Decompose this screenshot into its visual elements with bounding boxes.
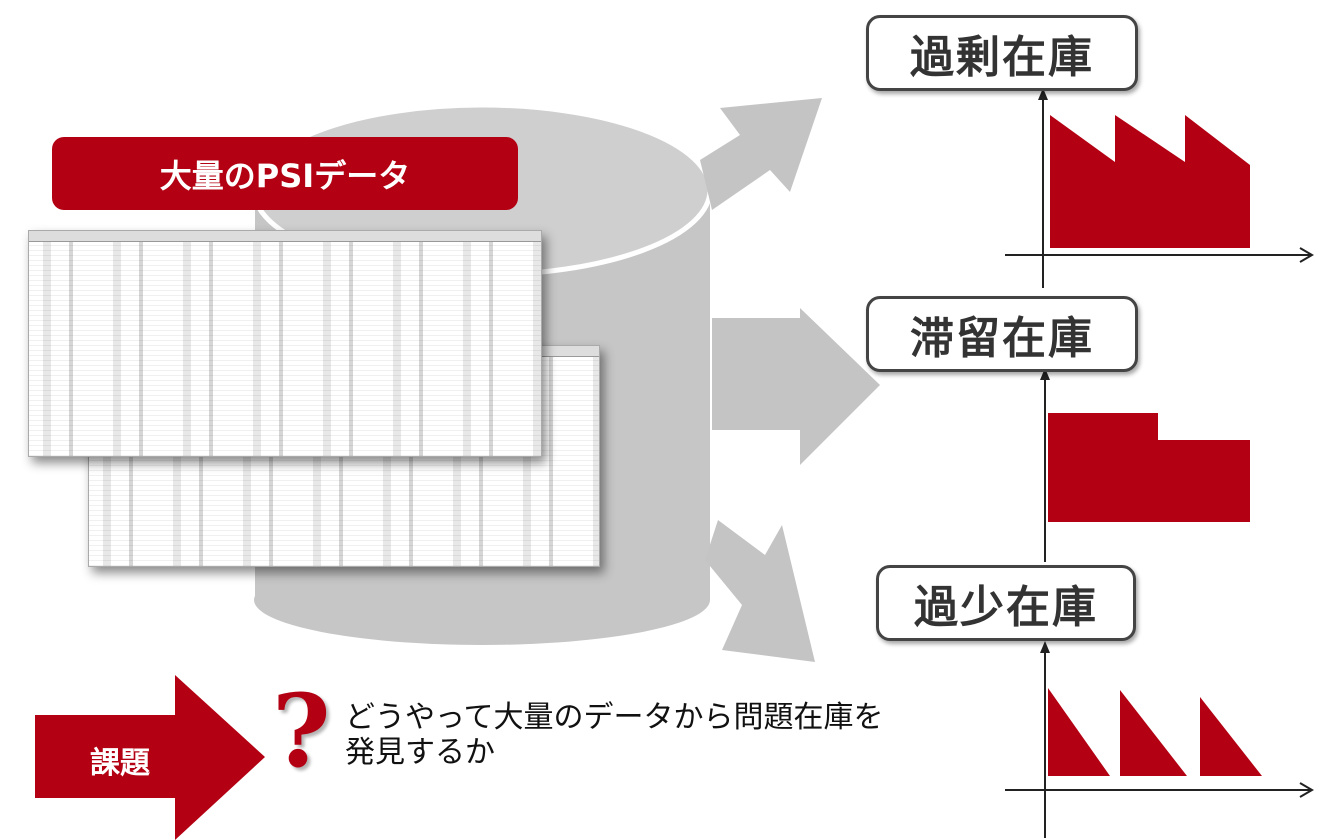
excess-inventory-area bbox=[1050, 115, 1250, 248]
issue-arrow-icon bbox=[35, 675, 265, 840]
issue-text-line1: どうやって大量のデータから問題在庫を bbox=[345, 700, 884, 735]
arrow-to-excess-icon bbox=[700, 98, 822, 210]
stagnant-inventory-area bbox=[1048, 413, 1250, 522]
category-label-excess: 過剰在庫 bbox=[866, 15, 1138, 91]
issue-label: 課題 bbox=[90, 746, 150, 781]
issue-text: どうやって大量のデータから問題在庫を 発見するか bbox=[345, 700, 884, 770]
arrow-to-shortage-icon bbox=[705, 520, 815, 662]
question-mark-icon: ? bbox=[272, 672, 331, 790]
excess-inventory-chart bbox=[1005, 88, 1314, 288]
issue-text-line2: 発見するか bbox=[345, 735, 495, 770]
psi-data-label: 大量のPSIデータ bbox=[52, 137, 518, 210]
arrow-to-stagnant-icon bbox=[712, 308, 880, 465]
shortage-inventory-chart bbox=[1005, 641, 1314, 838]
spreadsheet-image-front bbox=[28, 230, 542, 457]
category-label-stagnant: 滞留在庫 bbox=[866, 296, 1138, 372]
stagnant-inventory-chart bbox=[1040, 368, 1250, 562]
category-label-shortage: 過少在庫 bbox=[876, 565, 1136, 641]
